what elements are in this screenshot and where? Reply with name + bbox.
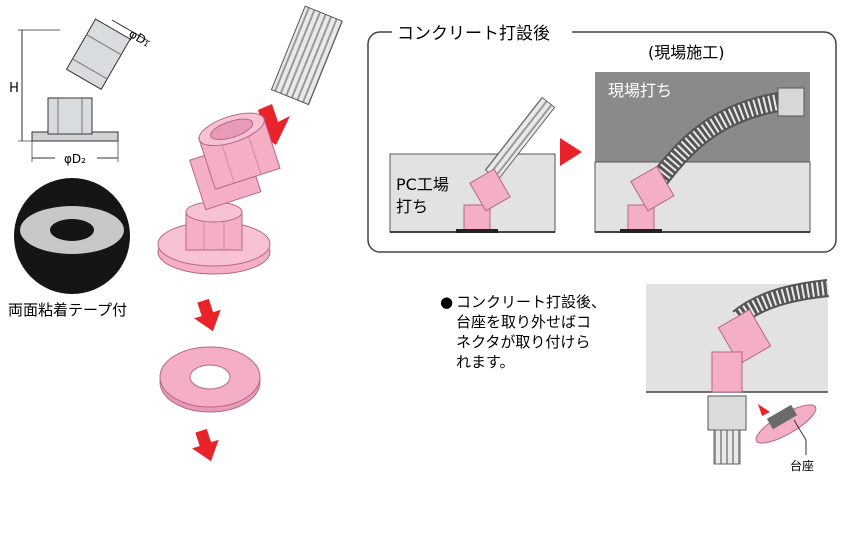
factory-label-line2: 打ち — [396, 197, 428, 216]
dimension-label-d2: φD₂ — [64, 152, 86, 166]
site-pour-label: 現場打ち — [608, 81, 672, 100]
base-removal-detail — [646, 279, 829, 465]
connector-dimension-drawing — [18, 18, 151, 162]
factory-label-line1: PC工場 — [396, 175, 449, 194]
note-bullet: ● — [440, 293, 453, 311]
insert-arrow — [250, 104, 290, 145]
dimension-label-h: H — [9, 81, 19, 96]
pc-factory-scene — [389, 96, 556, 233]
note-line-1: コンクリート打設後、 — [456, 293, 606, 311]
site-pour-scene — [594, 72, 811, 233]
panel-title: コンクリート打設後 — [397, 24, 550, 44]
pink-washer — [159, 346, 261, 413]
pink-connector — [157, 112, 281, 275]
double-sided-tape-disc — [14, 178, 130, 294]
dimension-label-d1: φD₁ — [127, 26, 153, 49]
transition-arrow — [560, 138, 582, 166]
down-arrow-2 — [192, 428, 219, 462]
note-line-3: ネクタが取り付けら — [456, 333, 590, 351]
base-label: 台座 — [790, 458, 814, 473]
note-line-2: 台座を取り外せばコ — [456, 313, 591, 331]
tape-label: 両面粘着テープ付 — [8, 301, 127, 319]
site-construction-label: (現場施工) — [648, 43, 725, 62]
note-line-4: れます。 — [456, 353, 515, 371]
down-arrow-1 — [194, 298, 221, 332]
flexible-conduit-top — [270, 5, 343, 106]
